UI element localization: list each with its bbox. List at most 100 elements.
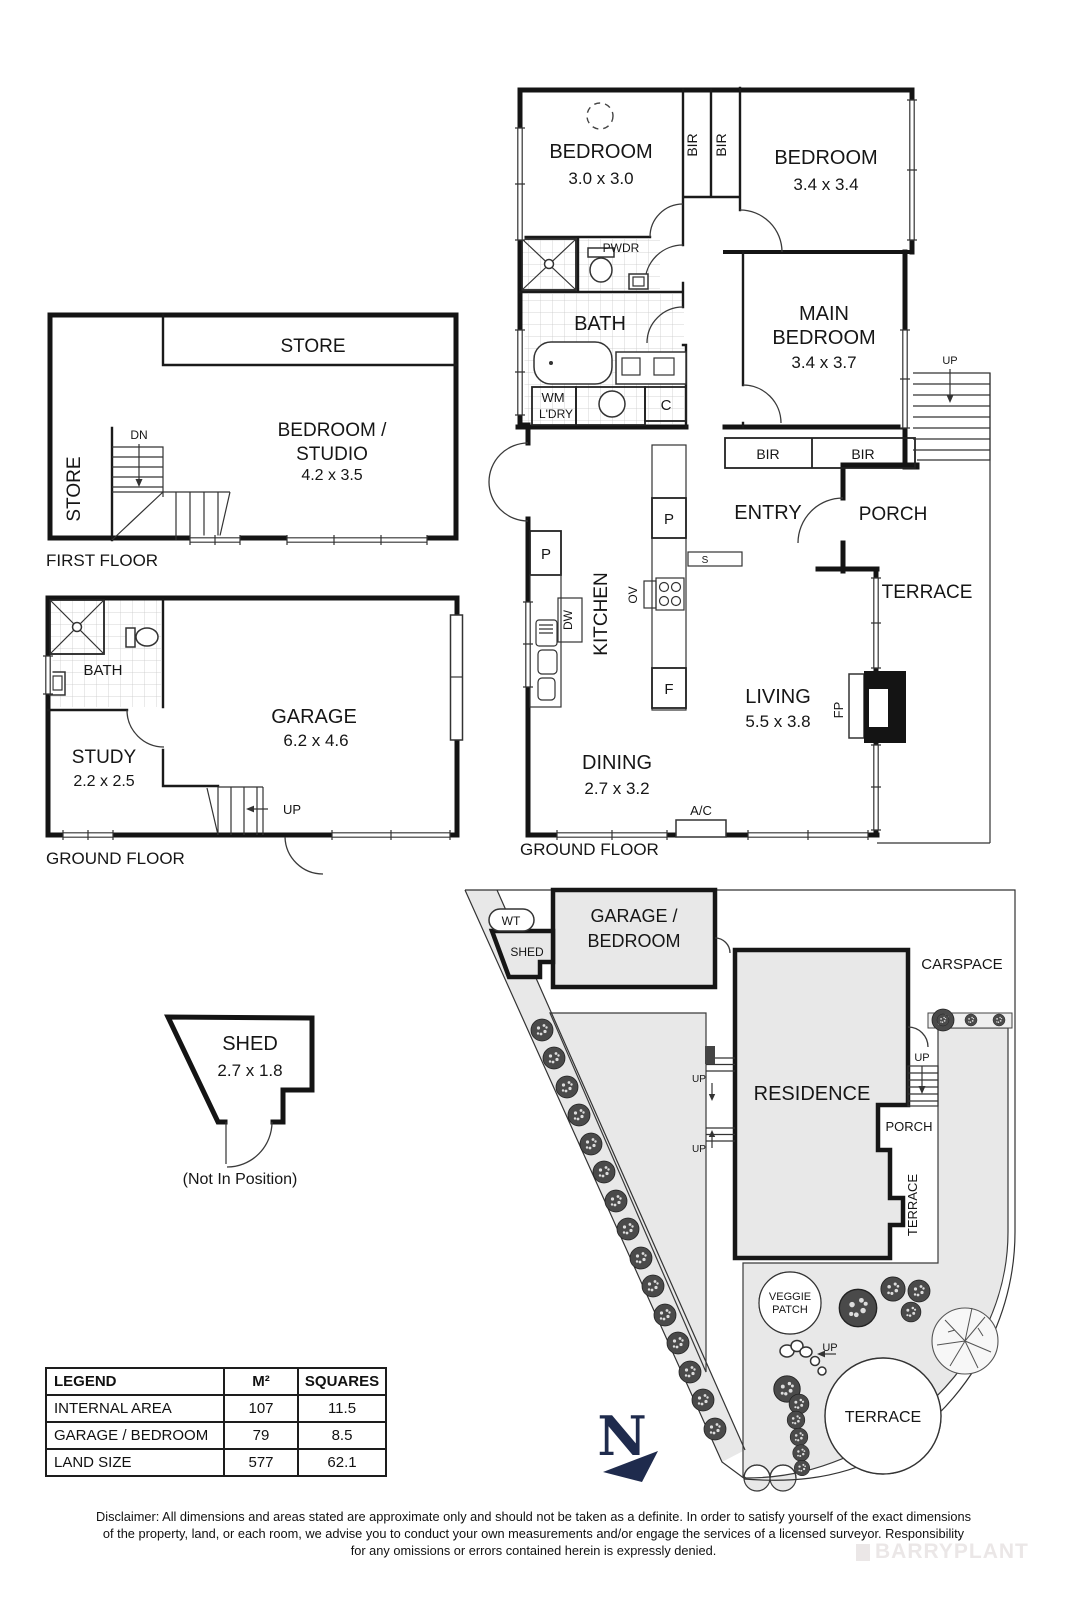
agency-watermark: BARRYPLANT (856, 1540, 1029, 1564)
legend-garage-m2: 79 (223, 1421, 299, 1450)
garage-windows (43, 614, 464, 840)
bedroom1-dims: 3.0 x 3.0 (568, 169, 633, 188)
legend-table: LEGEND M² SQUARES INTERNAL AREA 107 11.5… (45, 1367, 387, 1477)
residence-windows (515, 99, 917, 840)
legend-internal-m2: 107 (223, 1394, 299, 1423)
legend-header-m2: M² (223, 1367, 299, 1396)
site-porch-label: PORCH (886, 1119, 933, 1134)
garage-shower-icon (49, 599, 105, 655)
studio-label-1: BEDROOM / (278, 420, 387, 441)
kitchen-island (643, 444, 743, 711)
garage-label: GARAGE (271, 706, 357, 728)
site-terrace-side-label: TERRACE (905, 1174, 920, 1236)
garage-dims: 6.2 x 4.6 (283, 731, 348, 750)
site-boundary-diagonal (464, 889, 746, 1480)
bir-label-4: BIR (851, 446, 874, 462)
site-garage-bedroom-label-2: BEDROOM (587, 931, 680, 951)
porch-label: PORCH (859, 504, 928, 525)
site-carspace-label: CARSPACE (921, 956, 1002, 973)
site-porch-stairs (907, 1065, 939, 1107)
terrace-boundary (877, 373, 991, 844)
laundry-label: L'DRY (539, 407, 573, 421)
entry-label: ENTRY (734, 502, 801, 524)
site-veggie-label-1: VEGGIE (769, 1291, 811, 1303)
site-garage-bedroom-label-1: GARAGE / (590, 906, 677, 926)
dining-label: DINING (582, 752, 652, 774)
shed-walls (164, 1014, 315, 1125)
residence-floor-label: GROUND FLOOR (520, 840, 659, 859)
terrace-label: TERRACE (882, 582, 973, 603)
wm-label: WM (541, 390, 564, 405)
legend-internal-label: INTERNAL AREA (45, 1394, 225, 1423)
garage-outer-walls (45, 595, 460, 838)
toilet-icon (587, 247, 615, 283)
bedroom2-dims: 3.4 x 3.4 (793, 175, 858, 194)
residence-up-stairs: UP (913, 355, 991, 461)
legend-header-squares: SQUARES (297, 1367, 387, 1396)
garage-basin-icon (49, 671, 66, 696)
residence-interior-walls (518, 86, 745, 429)
aircon-unit (675, 819, 727, 838)
ground-floor-garage-plan: BATH STUDY 2.2 x 2.5 GARAGE 6.2 x 4.6 UP… (43, 595, 464, 875)
residence-door-arcs (488, 203, 844, 544)
garage-floor-label: GROUND FLOOR (46, 849, 185, 868)
compass-n-label: N (597, 1404, 646, 1468)
disclaimer-text: Disclaimer: All dimensions and areas sta… (0, 1509, 1067, 1559)
bir-wardrobes-top: BIR BIR (684, 133, 729, 156)
first-floor-outer-walls (47, 312, 459, 541)
fireplace-label: FP (831, 702, 846, 719)
site-garage-bedroom-building (550, 887, 718, 990)
legend-header-row: LEGEND M² SQUARES (45, 1367, 387, 1396)
cooktop-icon (643, 577, 685, 611)
first-floor-stairs (111, 444, 231, 541)
site-water-tank-label: WT (502, 914, 521, 928)
studio-dims: 4.2 x 3.5 (301, 467, 362, 484)
agency-logo-icon (856, 1543, 870, 1561)
disclaimer-line-2: of the property, land, or each room, we … (102, 1525, 965, 1541)
pantry-a-label: P (541, 546, 551, 563)
laundry-fixtures (531, 386, 687, 426)
site-residence-door-arc (907, 1026, 929, 1048)
legend-garage-label: GARAGE / BEDROOM (45, 1421, 225, 1450)
main-bedroom-label-2: BEDROOM (772, 327, 875, 349)
disclaimer-line-3: for any omissions or errors contained he… (350, 1542, 717, 1558)
shed-door-arc (226, 1121, 273, 1168)
site-residence-label: RESIDENCE (754, 1083, 871, 1105)
agency-watermark-text: BARRYPLANT (875, 1540, 1029, 1563)
legend-land-squares: 62.1 (297, 1448, 387, 1477)
site-rear-terrace (824, 1357, 942, 1475)
residence-up-label: UP (942, 355, 957, 367)
pantry-b-label: P (664, 511, 674, 528)
site-up-label-3: UP (914, 1052, 929, 1064)
legend-garage-squares: 8.5 (297, 1421, 387, 1450)
site-up-label-4: UP (822, 1342, 837, 1354)
store-side-label: STORE (64, 456, 85, 521)
fridge-label: F (664, 681, 673, 698)
site-shed-building (488, 928, 556, 980)
site-gate-icon (743, 1464, 797, 1479)
garage-up-label: UP (283, 802, 301, 817)
first-floor-windows (189, 535, 428, 545)
site-plan: GARAGE / BEDROOM RESIDENCE CARSPACE SHED… (464, 887, 1016, 1492)
legend-row-internal: INTERNAL AREA 107 11.5 (45, 1394, 387, 1423)
shelf-label: S (702, 555, 709, 566)
oven-label: OV (626, 586, 640, 603)
bath-label: BATH (574, 313, 626, 335)
garage-door-arcs (126, 709, 324, 875)
main-bedroom-dims: 3.4 x 3.7 (791, 353, 856, 372)
residence-walls-porch (815, 462, 920, 838)
bathtub-icon (533, 341, 613, 385)
disclaimer-line-1: Disclaimer: All dimensions and areas sta… (96, 1509, 971, 1524)
studio-label-2: STUDIO (296, 444, 368, 465)
shed-dims: 2.7 x 1.8 (217, 1061, 282, 1080)
site-up-label-1: UP (692, 1074, 706, 1085)
site-veggie-label-2: PATCH (772, 1304, 808, 1316)
bir-wardrobes-main: BIR BIR (724, 437, 916, 469)
shed-label: SHED (222, 1033, 278, 1055)
bir-label-2: BIR (713, 133, 729, 156)
aircon-label: A/C (690, 803, 712, 818)
dishwasher-label: DW (561, 609, 575, 630)
first-floor-plan: STORE STORE DN BEDROOM / STUDIO 4.2 x 3.… (46, 312, 459, 570)
shower-icon (521, 238, 577, 291)
